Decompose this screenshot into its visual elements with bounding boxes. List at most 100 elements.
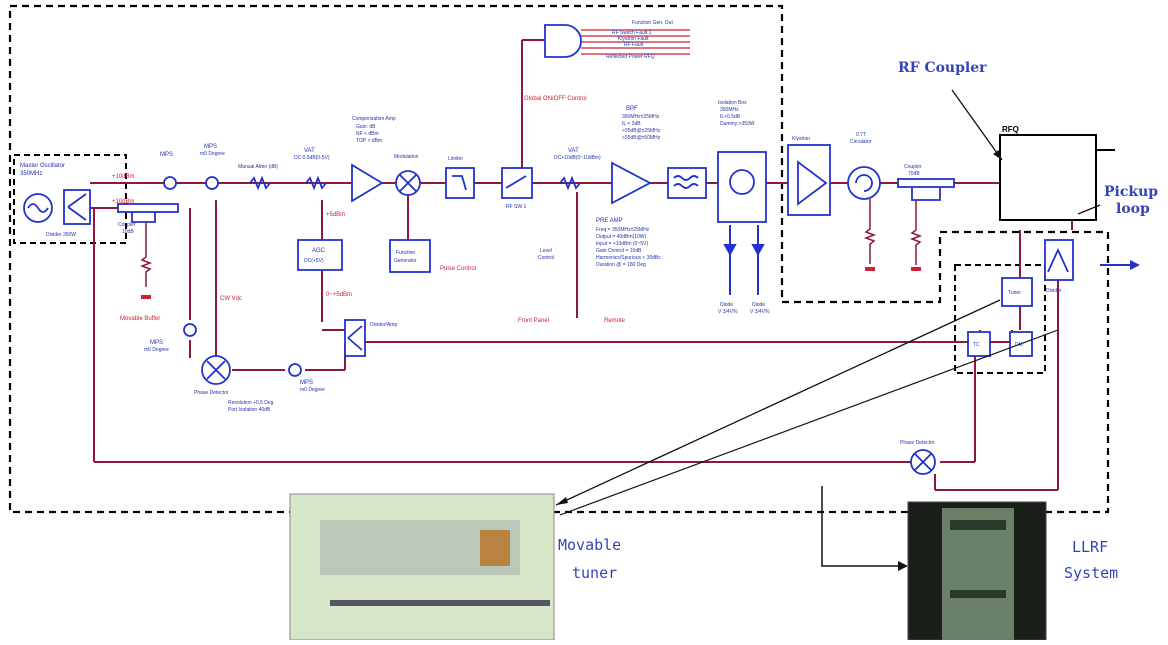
func-gen-2: Generator (394, 258, 417, 264)
pre-amp-title: PRE AMP (596, 218, 623, 224)
master-osc-label: Master Oscillator (20, 163, 65, 169)
phase-detector-1: Phase Detector (194, 390, 229, 396)
vat2-sub: DC+10dB(0~10dBm) (554, 155, 601, 161)
vat2-label: VAT (568, 148, 579, 154)
isolation-1: Isolation Box (718, 100, 747, 106)
phase-detector-right-label: Phase Detector (900, 440, 935, 446)
phase-detector-3: Port Isolation 40dB (228, 407, 271, 413)
circulator-2: Circulator (850, 139, 872, 145)
isolation-2: 350MHz (720, 107, 739, 113)
bpf-5: >35dB@±50MHz (622, 135, 661, 141)
divider-right-label: Divider (1046, 288, 1062, 294)
klystron-label: Klystron (792, 136, 810, 142)
rfq-label: RFQ (1002, 125, 1019, 134)
comp-amp-1: Compensation Amp (352, 116, 396, 122)
comp-amp-4: TOP > dBm (356, 138, 382, 144)
divider-right-box (1045, 240, 1073, 280)
diode-v1: V 3/4V% (718, 309, 738, 315)
mps-lower-label: MPS (150, 340, 163, 346)
interlock-list-5: Reflected Power RFQ (606, 54, 655, 60)
compensation-amp-icon (352, 165, 382, 201)
dm-label: DM (1015, 342, 1023, 348)
tuner-box-label: Tuner (1008, 290, 1021, 296)
func-gen-1: Function (396, 250, 415, 256)
modulator-label: Modulation (394, 154, 419, 160)
mps2-label: MPS (204, 144, 217, 150)
llrf-pointer-arrow (822, 486, 898, 566)
manual-att-label: Manual Atten (dB) (238, 164, 278, 170)
pulse-control-label: Pulse Control (440, 266, 476, 272)
level-control-2: Control (538, 255, 554, 261)
agc-box (298, 240, 342, 270)
interlock-list-1: Function Gen. Out (632, 20, 673, 26)
phase-detector-2: Resolution +0.5 Deg (228, 400, 274, 406)
circulator-icon (848, 167, 880, 199)
movable-label: Movable (558, 536, 621, 554)
tuner-pointer-arrow (556, 300, 1000, 505)
diode-v2: V 3/4V% (750, 309, 770, 315)
agc-dbm: +5dBm (326, 212, 345, 218)
function-generator-box (390, 240, 430, 272)
system-label: System (1064, 564, 1118, 582)
coupler-pointer-arrow (952, 90, 1002, 160)
coupler-left-db: 10dB (122, 229, 134, 235)
circulator-1: 0.7T (856, 132, 866, 138)
diode-2-label: Diode (752, 302, 765, 308)
bpf-1: BPF (626, 106, 638, 112)
divider-amp-label: Divider/Amp (370, 322, 397, 328)
mps-bottom-label: MPS (300, 380, 313, 386)
level-control-1: Level (540, 248, 552, 254)
mps2-sub: m0 Degree (200, 151, 225, 157)
mps-lower-icon (184, 324, 196, 336)
front-panel-label: Front Panel (518, 318, 549, 324)
mps-bottom-sub: m0 Degree (300, 387, 325, 393)
divider-icon (64, 190, 90, 224)
out-dbm-2: +10dBm (112, 199, 135, 205)
pre-amp-4: Gain Control = 10dB (596, 248, 642, 254)
mps-bottom-icon (289, 364, 301, 376)
divider-pointer-arrow (560, 330, 1058, 515)
coupler-right-2: 70dB (908, 171, 920, 177)
tuner-flange-shape (480, 530, 510, 566)
tuner-pointer-head-icon (556, 497, 568, 505)
agc-dbm2: 0~+5dBm (326, 292, 352, 298)
comp-amp-2: Gain: dB (356, 124, 376, 130)
pickup-callout: Pickup (1104, 184, 1158, 200)
pre-amp-3: Input = +10dBm (0~5V) (596, 241, 648, 247)
coupler-right-1: Coupler (904, 164, 922, 170)
rfq-box (1000, 135, 1096, 220)
pre-amp-5: Harmonics/Spurious < 30dBc (596, 255, 661, 261)
mps1-icon (164, 177, 176, 189)
limiter-label: Limiter (448, 156, 463, 162)
pre-amp-icon (612, 163, 650, 203)
llrf-pointer-head-icon (898, 561, 908, 571)
master-osc-freq: 350MHz (20, 171, 42, 177)
isolation-4: Dummy:>350W (720, 121, 755, 127)
vat1-sub: DC:0.5dB(0-5V) (294, 155, 330, 161)
bpf-2: 350MHz±25MHz (622, 114, 660, 120)
llrf-rack-slot-shape (950, 520, 1006, 530)
output-arrow-icon (1130, 260, 1140, 270)
llrf-label: LLRF (1072, 538, 1108, 556)
rf-coupler-callout: RF Coupler (898, 60, 987, 76)
remote-label: Remote (604, 318, 626, 324)
mps2-icon (206, 177, 218, 189)
pre-amp-1: Freq = 350MHz±25MHz (596, 227, 650, 233)
tuner-label: tuner (572, 564, 617, 582)
pre-amp-2: Output = 40dBm(10W) (596, 234, 646, 240)
loop-callout: loop (1116, 201, 1150, 217)
on-off-control-label: Global ON/OFF Control (524, 96, 587, 102)
vat1-label: VAT (304, 148, 315, 154)
interlock-gate-icon (545, 25, 581, 57)
divider-label: Divider 350W (46, 232, 76, 238)
llrf-rack-slot-shape (950, 590, 1006, 598)
pre-amp-6: Duration @ = 180 Deg (596, 262, 646, 268)
comp-amp-3: NF < dBm (356, 131, 379, 137)
isolation-3: IL<0.5dB (720, 114, 741, 120)
movable-buffer-label: Movable Buffer (120, 316, 160, 322)
coupler-right-icon (898, 179, 954, 187)
limiter-icon (446, 168, 474, 198)
bpf-icon (668, 168, 706, 198)
